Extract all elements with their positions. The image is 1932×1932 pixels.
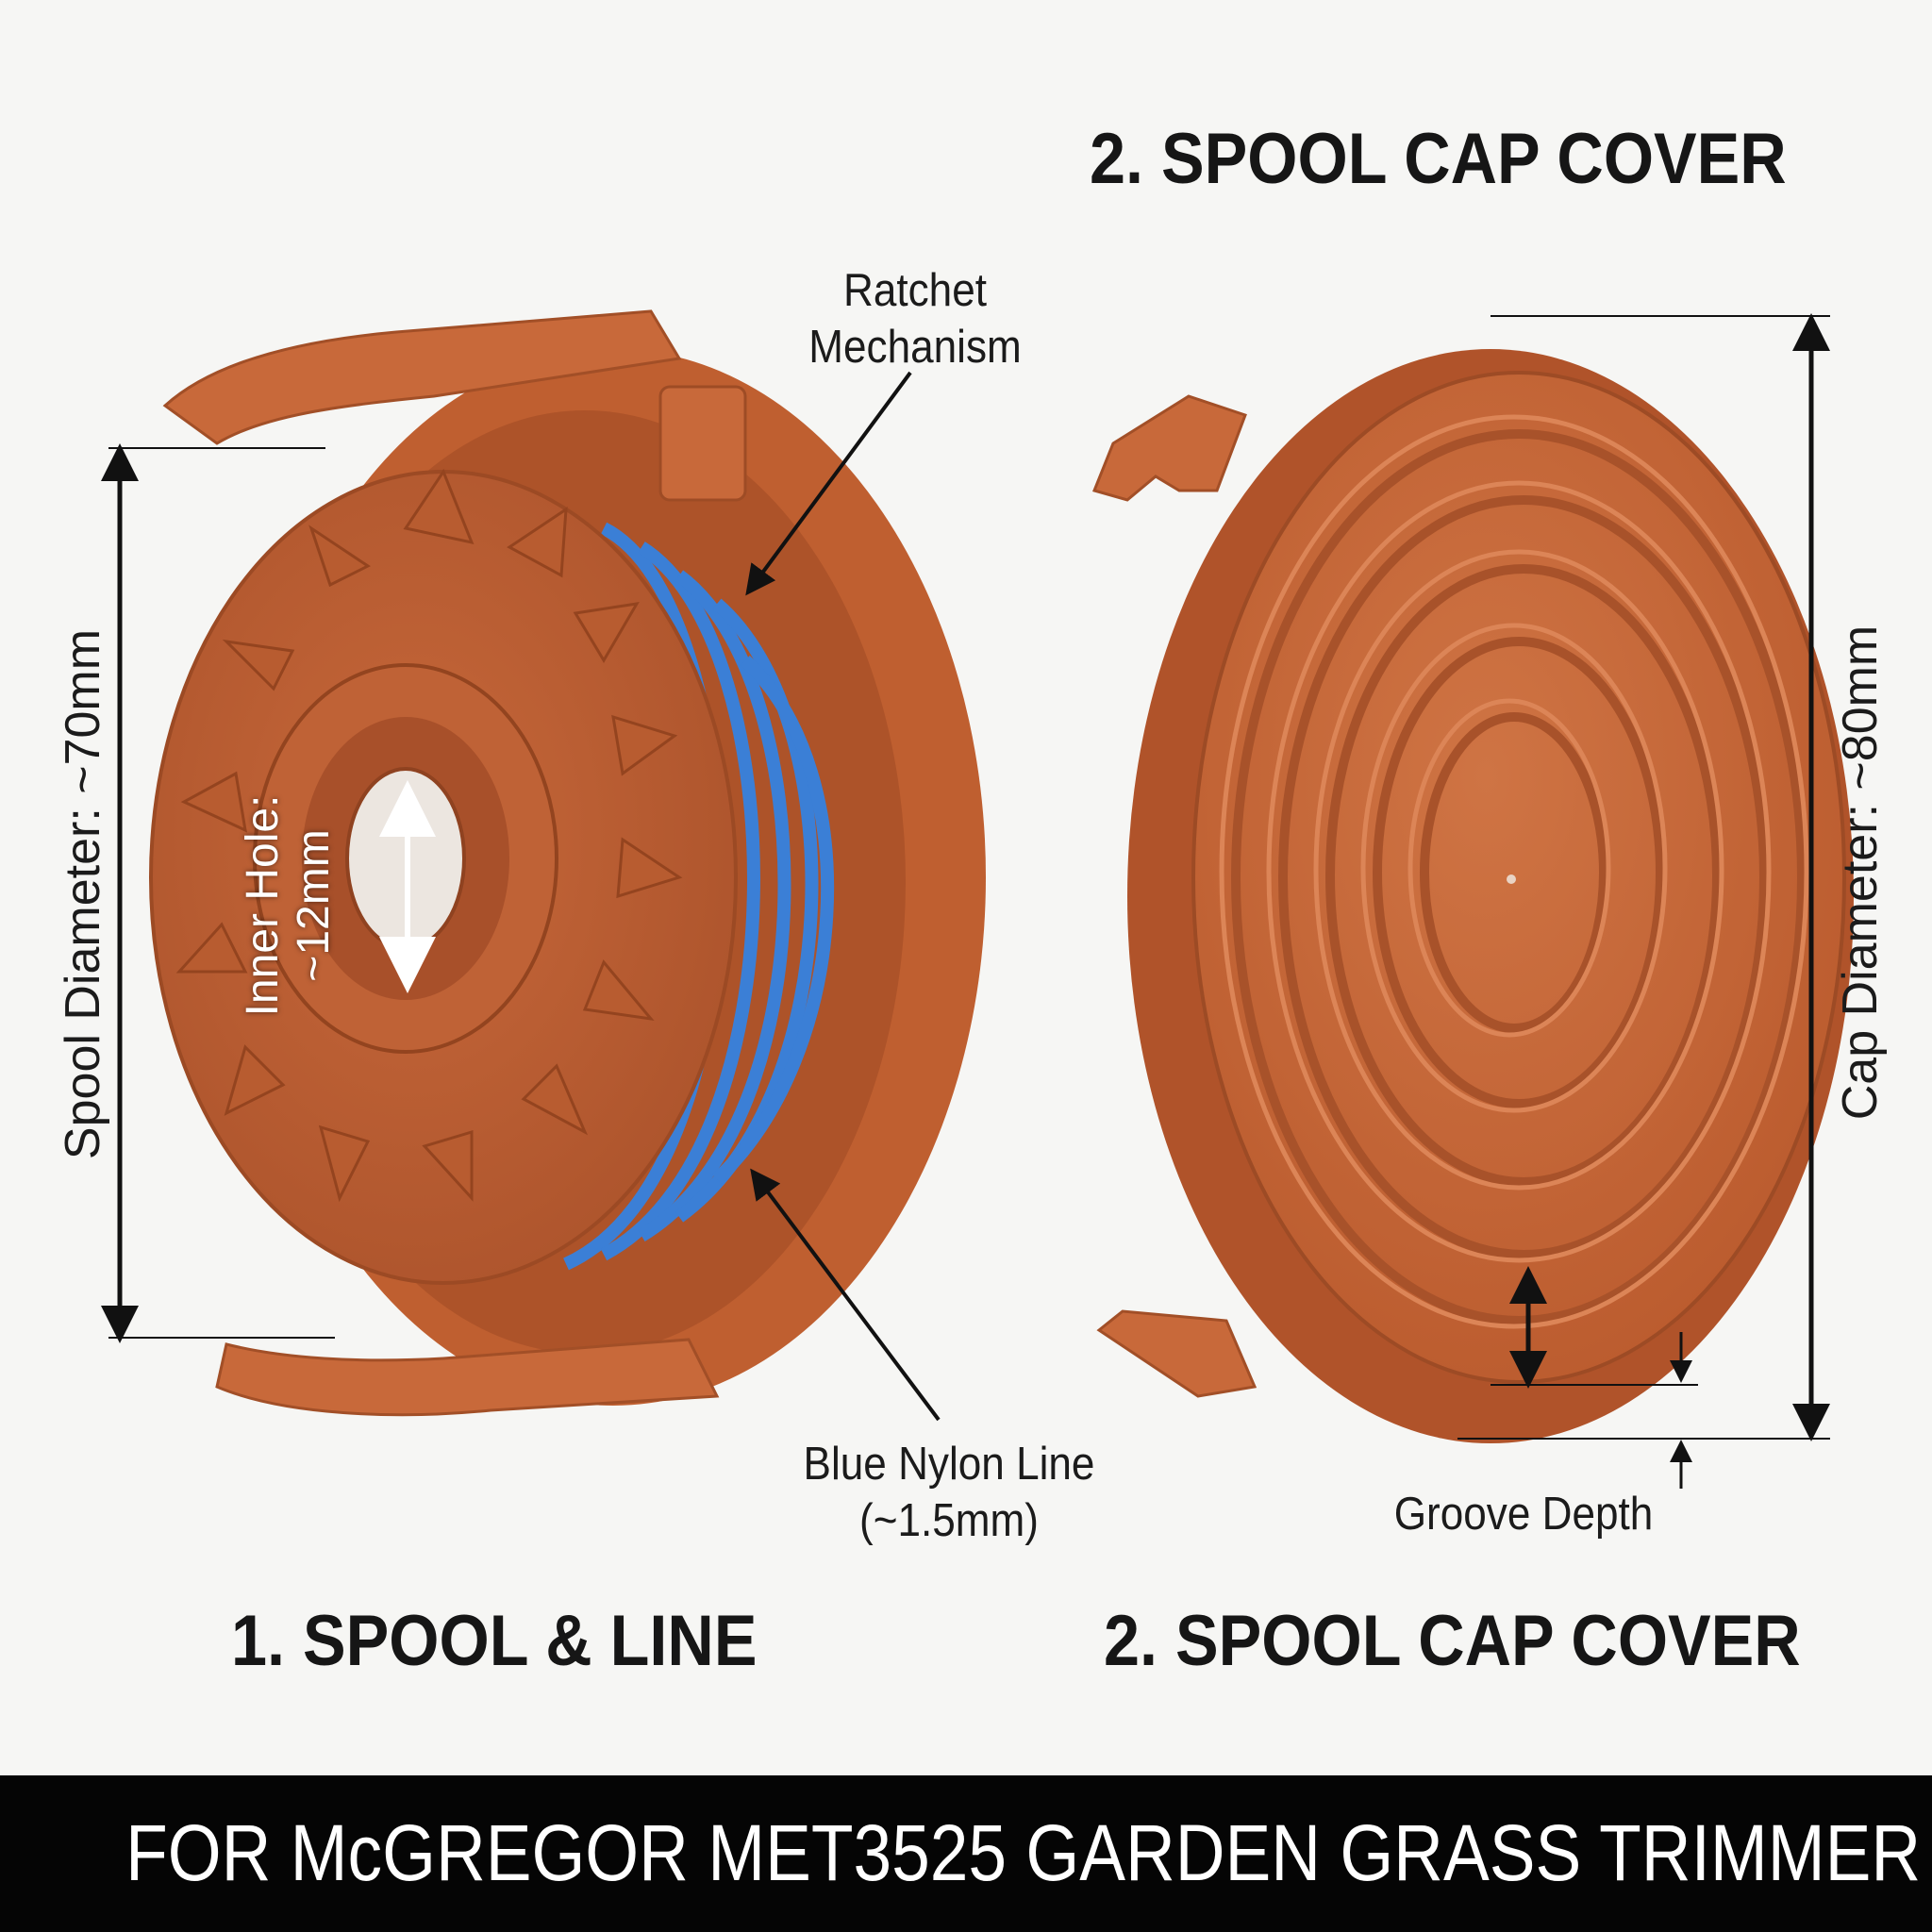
ratchet-label-line1: Ratchet	[843, 265, 987, 316]
ratchet-label-line2: Mechanism	[808, 322, 1022, 373]
heading-spool-cap-cover-bottom: 2. SPOOL CAP COVER	[1104, 1601, 1801, 1681]
ratchet-mechanism-label: Ratchet Mechanism	[788, 262, 1042, 375]
inner-hole-line1: Inner Hole:	[238, 794, 288, 1017]
nylon-leader	[750, 1168, 941, 1422]
spool-assembly	[149, 309, 986, 1417]
inner-hole-label: Inner Hole: ~12mm	[238, 795, 340, 1017]
bottom-clip	[215, 1338, 720, 1417]
spool-diameter-label: Spool Diameter: ~70mm	[56, 628, 110, 1160]
blue-nylon-line-label: Blue Nylon Line (~1.5mm)	[779, 1436, 1119, 1549]
footer-text: FOR McGREGOR MET3525 GARDEN GRASS TRIMME…	[125, 1808, 1922, 1897]
cap-top-tab	[1091, 394, 1247, 502]
cap-bottom-tab	[1096, 1309, 1257, 1398]
nylon-label-line1: Blue Nylon Line	[803, 1439, 1095, 1490]
cap-face	[1191, 371, 1846, 1384]
heading-spool-and-line: 1. SPOOL & LINE	[231, 1601, 758, 1681]
groove-depth-label: Groove Depth	[1379, 1486, 1668, 1542]
cap-center-dot	[1507, 874, 1516, 884]
spool-cap	[1091, 349, 1854, 1443]
ratchet-lug	[658, 385, 747, 502]
ratchet-teeth	[175, 468, 683, 1203]
ratchet-leader	[745, 371, 912, 596]
cap-diameter-label: Cap Diameter: ~80mm	[1833, 625, 1888, 1121]
nylon-label-line2: (~1.5mm)	[859, 1495, 1039, 1546]
heading-spool-cap-cover-top: 2. SPOOL CAP COVER	[1090, 119, 1787, 199]
top-clip	[162, 309, 682, 445]
footer-banner: FOR McGREGOR MET3525 GARDEN GRASS TRIMME…	[0, 1775, 1932, 1932]
groove-depth-dimension	[1491, 1266, 1698, 1489]
groove-depth-text: Groove Depth	[1393, 1489, 1654, 1540]
inner-hole-line2: ~12mm	[289, 829, 339, 982]
blue-nylon-line	[563, 522, 835, 1271]
cap-diameter-dimension	[1457, 313, 1830, 1441]
spool-diameter-dimension	[101, 443, 335, 1343]
